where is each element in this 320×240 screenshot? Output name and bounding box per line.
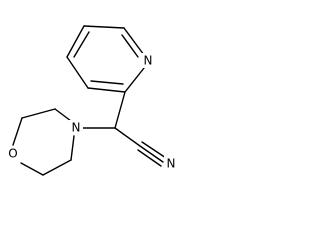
- bond-alpha-carbon-to-nitrile-c: [114, 127, 141, 147]
- atom-pyridine-n: N: [141, 53, 155, 68]
- atom-label-nitrile-n: N: [167, 157, 176, 171]
- morpholine-ring: [12, 108, 75, 176]
- molecule-diagram: N N O N: [6, 25, 178, 176]
- atom-nitrile-n: N: [164, 156, 178, 171]
- bond-py-c3-c4: [66, 56, 89, 89]
- atom-morpholine-o: O: [6, 146, 20, 161]
- bond-py-c5-c6: [83, 25, 125, 29]
- atom-label-pyridine-n: N: [144, 54, 153, 68]
- structure-drawing: N N O N: [6, 25, 178, 176]
- bond-py-c4-c5: [66, 25, 85, 58]
- atom-morpholine-n: N: [69, 120, 83, 135]
- atom-label-morpholine-n: N: [72, 121, 81, 135]
- bond-nitrile-triple-2: [141, 141, 167, 159]
- bond-nitrile-triple-3: [137, 149, 162, 167]
- bond-py-c6-n: [123, 27, 145, 56]
- bond-morph-c3-o: [12, 117, 23, 146]
- bond-morph-c5-c6: [42, 159, 72, 176]
- nitrile-group: [114, 127, 167, 167]
- bond-morph-c6-n: [70, 135, 75, 161]
- bond-py-double-3: [121, 34, 139, 58]
- bond-morph-o-c5: [20, 162, 44, 176]
- bond-py-c2-c3: [87, 87, 126, 93]
- bond-nitrile-triple-1: [139, 145, 164, 163]
- atom-label-morpholine-o: O: [8, 147, 17, 161]
- bond-morph-n-c2: [54, 108, 72, 122]
- bond-ring-to-alpha-carbon: [114, 91, 126, 129]
- pyridine-ring: [66, 25, 149, 93]
- bond-py-double-1: [90, 80, 124, 85]
- bond-py-double-2: [73, 31, 90, 58]
- bond-morph-c2-c3: [21, 108, 56, 119]
